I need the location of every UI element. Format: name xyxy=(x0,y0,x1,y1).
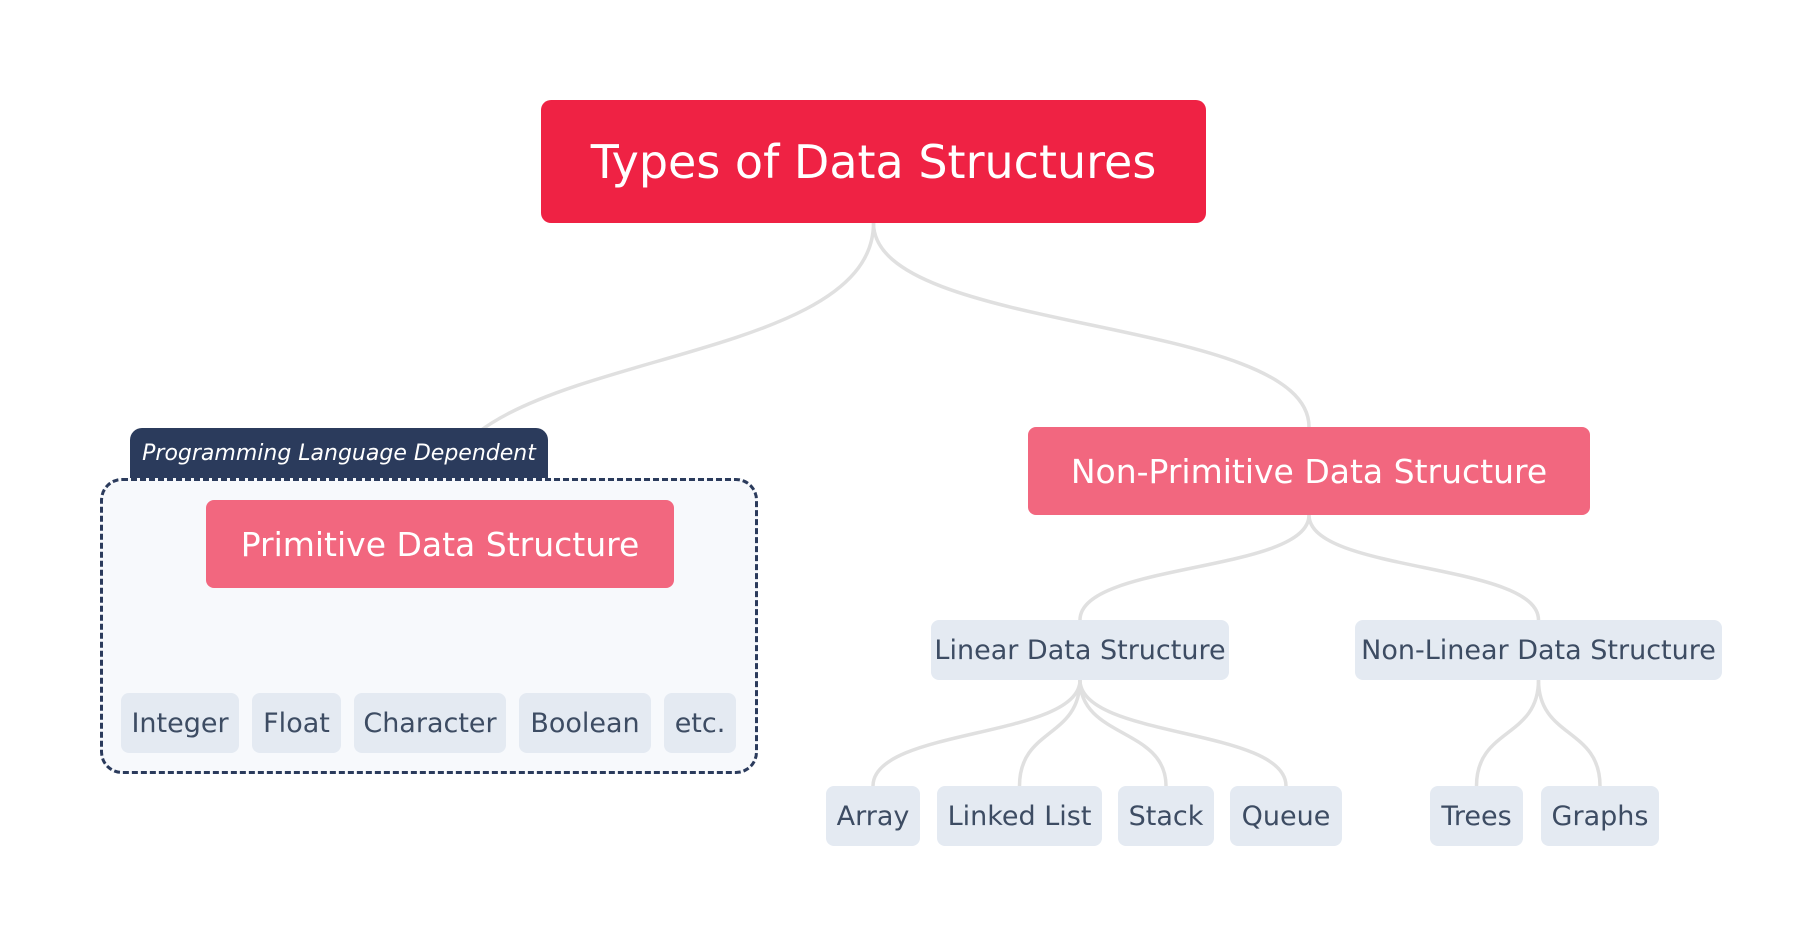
leaf-array[interactable]: Array xyxy=(826,786,920,846)
leaf-boolean[interactable]: Boolean xyxy=(519,693,651,753)
primitive-node[interactable]: Primitive Data Structure xyxy=(206,500,674,588)
connector-linear-node-to-leaf-stack xyxy=(1078,678,1168,788)
leaf-character[interactable]: Character xyxy=(354,693,506,753)
leaf-stack[interactable]: Stack xyxy=(1118,786,1214,846)
connector-linear-node-to-leaf-linked-list xyxy=(1017,678,1082,788)
connector-non-linear-node-to-leaf-trees xyxy=(1474,678,1541,788)
connector-non-linear-node-to-leaf-graphs xyxy=(1536,678,1602,788)
connector-linear-node-to-leaf-array xyxy=(871,678,1082,788)
leaf-linked-list[interactable]: Linked List xyxy=(937,786,1102,846)
linear-node[interactable]: Linear Data Structure xyxy=(931,620,1229,680)
group-tag-label: Programming Language Dependent xyxy=(130,428,548,478)
leaf-etc[interactable]: etc. xyxy=(664,693,736,753)
leaf-queue[interactable]: Queue xyxy=(1230,786,1342,846)
connector-non-primitive-node-to-non-linear-node xyxy=(1307,513,1541,622)
connector-root-node-to-non-primitive-node xyxy=(871,221,1311,429)
connector-linear-node-to-leaf-queue xyxy=(1078,678,1288,788)
leaf-graphs[interactable]: Graphs xyxy=(1541,786,1659,846)
leaf-trees[interactable]: Trees xyxy=(1430,786,1523,846)
root-node[interactable]: Types of Data Structures xyxy=(541,100,1206,223)
non-primitive-node[interactable]: Non-Primitive Data Structure xyxy=(1028,427,1590,515)
non-linear-node[interactable]: Non-Linear Data Structure xyxy=(1355,620,1722,680)
leaf-integer[interactable]: Integer xyxy=(121,693,239,753)
connector-non-primitive-node-to-linear-node xyxy=(1078,513,1311,622)
leaf-float[interactable]: Float xyxy=(252,693,341,753)
